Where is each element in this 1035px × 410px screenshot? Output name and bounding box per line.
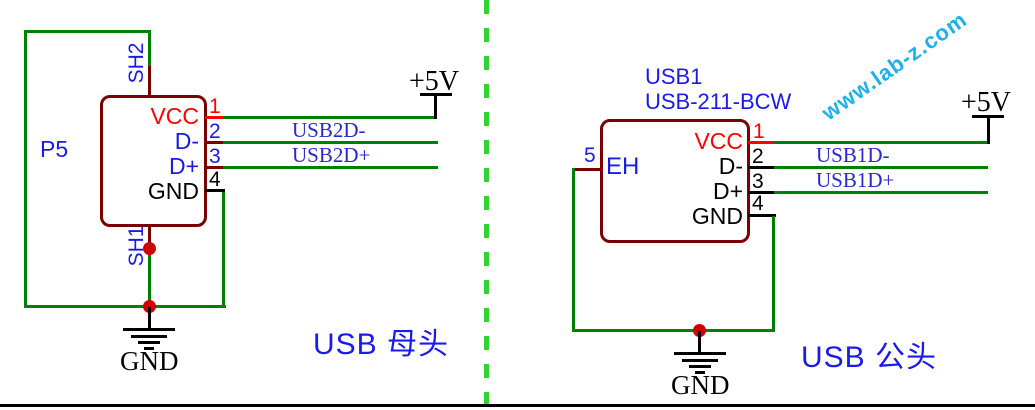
- pin-name-dminus-left: D-: [174, 128, 199, 154]
- pin-stub-2-right: [748, 166, 776, 169]
- caption-usb-female: USB 母头: [313, 328, 450, 361]
- pin-name-dplus-left: D+: [168, 153, 199, 179]
- wire-usb1d-minus: [774, 166, 988, 169]
- wire-shield-left: [24, 30, 27, 308]
- pin-stub-sh1: [148, 226, 151, 249]
- wire-gnd-drop-right: [772, 216, 775, 332]
- pin-number-3-right: 3: [752, 170, 764, 193]
- pin-number-2-left: 2: [209, 120, 221, 143]
- ground-stem-left: [148, 307, 151, 329]
- pin-stub-5-right: [572, 168, 600, 171]
- power-label-left: +5V: [409, 66, 460, 97]
- wire-gnd-drop-left: [222, 191, 225, 307]
- wire-usb1d-plus: [774, 191, 988, 194]
- ground-bar3-right: [689, 365, 711, 368]
- ground-bar3-left: [138, 341, 160, 344]
- ground-bar2-left: [131, 335, 167, 338]
- power-stem-right: [987, 115, 990, 144]
- pin-number-1-right: 1: [753, 120, 765, 143]
- pin-name-dplus-right: D+: [712, 178, 743, 204]
- ground-bar4-left: [144, 347, 154, 350]
- part-number-usb1: USB-211-BCW: [645, 89, 792, 114]
- pin-name-eh: EH: [606, 153, 640, 180]
- pin-stub-4-left: [205, 189, 225, 192]
- pin-stub-4-right: [748, 214, 776, 217]
- wire-usb2d-plus: [223, 166, 438, 169]
- watermark: www.lab-z.com: [817, 6, 972, 126]
- wire-usb2d-minus: [223, 141, 438, 144]
- pin-stub-3-left: [205, 166, 225, 169]
- pin-number-1-left: 1: [209, 95, 221, 118]
- component-body-p5: [100, 95, 207, 227]
- pin-stub-1-right: [748, 141, 776, 144]
- wire-gnd-bottom-right: [572, 329, 775, 332]
- pin-label-sh1: SH1: [125, 225, 148, 267]
- ground-bar1-left: [123, 328, 175, 331]
- ground-bar2-right: [682, 359, 718, 362]
- component-body-usb1: [600, 119, 750, 243]
- net-label-usb1d-plus: USB1D+: [816, 168, 895, 192]
- ground-bar1-right: [674, 352, 726, 355]
- ground-label-left: GND: [120, 346, 179, 376]
- ground-bar4-right: [695, 371, 705, 374]
- wire-sh2-vertical: [148, 30, 151, 68]
- caption-usb-male: USB 公头: [801, 341, 938, 374]
- pin-name-vcc-left: VCC: [150, 103, 199, 129]
- designator-p5: P5: [40, 136, 69, 162]
- wire-vcc-right: [774, 141, 990, 144]
- power-label-right: +5V: [961, 87, 1012, 118]
- pin-stub-3-right: [748, 191, 776, 194]
- power-stem-left: [434, 93, 437, 119]
- designator-usb1: USB1: [645, 64, 703, 89]
- wire-shield-top: [24, 30, 151, 33]
- divider-dashed-line: [484, 0, 489, 410]
- pin-number-4-left: 4: [209, 168, 221, 191]
- pin-number-2-right: 2: [752, 145, 764, 168]
- ground-stem-right: [698, 331, 701, 353]
- ground-label-right: GND: [671, 370, 730, 400]
- wire-vcc-left: [223, 116, 437, 119]
- net-label-usb2d-plus: USB2D+: [292, 143, 371, 167]
- pin-stub-sh2: [148, 66, 151, 96]
- junction-dot-sh1: [143, 242, 156, 255]
- pin-name-dminus-right: D-: [718, 153, 743, 179]
- junction-dot-gnd-right: [693, 324, 706, 337]
- net-label-usb2d-minus: USB2D-: [292, 118, 366, 142]
- pin-name-gnd-left: GND: [147, 178, 199, 204]
- pin-name-vcc-right: VCC: [694, 128, 743, 154]
- net-label-usb1d-minus: USB1D-: [816, 143, 890, 167]
- pin-label-sh2: SH2: [125, 42, 148, 84]
- junction-dot-gnd-left: [143, 300, 156, 313]
- pin-number-3-left: 3: [209, 145, 221, 168]
- sheet-bottom-border: [0, 404, 1035, 407]
- pin-name-gnd-right: GND: [691, 203, 743, 229]
- pin-number-4-right: 4: [752, 192, 764, 215]
- pin-stub-2-left: [205, 141, 225, 144]
- wire-eh-vertical: [572, 168, 575, 332]
- wire-shield-bottom: [24, 305, 226, 308]
- wire-sh1-vertical: [148, 247, 151, 308]
- pin-stub-1-left: [205, 116, 225, 119]
- pin-number-5-right: 5: [584, 144, 596, 167]
